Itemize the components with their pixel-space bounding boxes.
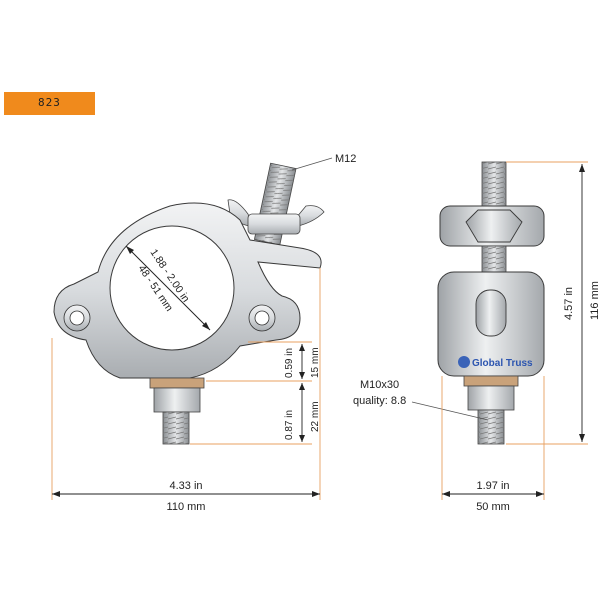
dim-15-mm-label: 15 mm xyxy=(310,347,321,378)
side-width-dimension: 1.97 in 50 mm xyxy=(442,480,544,513)
product-code-tag: 823 xyxy=(4,92,95,115)
side-dimension-lines xyxy=(441,161,588,500)
brand-logo: Global Truss xyxy=(458,356,533,369)
right-hinge-pin xyxy=(248,304,276,332)
dim-087-in-label: 0.87 in xyxy=(284,410,295,440)
product-code: 823 xyxy=(38,96,61,109)
front-dimension-lines xyxy=(51,268,321,500)
bottom-bolt xyxy=(149,377,205,445)
dim-059-in-label: 0.59 in xyxy=(284,348,295,378)
height-mm-label: 116 mm xyxy=(589,281,600,320)
side-view: Global Truss xyxy=(437,161,545,445)
quality-label: quality: 8.8 xyxy=(353,395,406,407)
side-bottom-nut-washer xyxy=(463,375,519,387)
tube-bore xyxy=(109,225,235,351)
side-width-in-label: 1.97 in xyxy=(476,480,509,492)
left-hinge-pin xyxy=(63,304,91,332)
side-wing-nut xyxy=(465,209,523,243)
width-mm-label: 110 mm xyxy=(167,501,206,513)
m12-callout: M12 xyxy=(291,153,356,171)
front-width-dimension: 4.33 in 110 mm xyxy=(52,480,320,513)
bolt-top-label: M12 xyxy=(335,153,356,165)
height-in-label: 4.57 in xyxy=(563,287,575,320)
bolt-bottom-label: M10x30 xyxy=(360,379,399,391)
vertical-dims-front xyxy=(299,344,305,442)
width-in-label: 4.33 in xyxy=(169,480,202,492)
side-width-mm-label: 50 mm xyxy=(476,501,510,513)
front-view xyxy=(53,162,325,445)
m10-callout: M10x30 quality: 8.8 xyxy=(353,379,489,421)
dim-22-mm-label: 22 mm xyxy=(310,401,321,432)
side-bottom-nut xyxy=(467,385,515,411)
height-dimension: 4.57 in 116 mm xyxy=(563,164,600,442)
side-hinge-lug xyxy=(475,289,507,337)
brand-label: Global Truss xyxy=(472,358,533,369)
